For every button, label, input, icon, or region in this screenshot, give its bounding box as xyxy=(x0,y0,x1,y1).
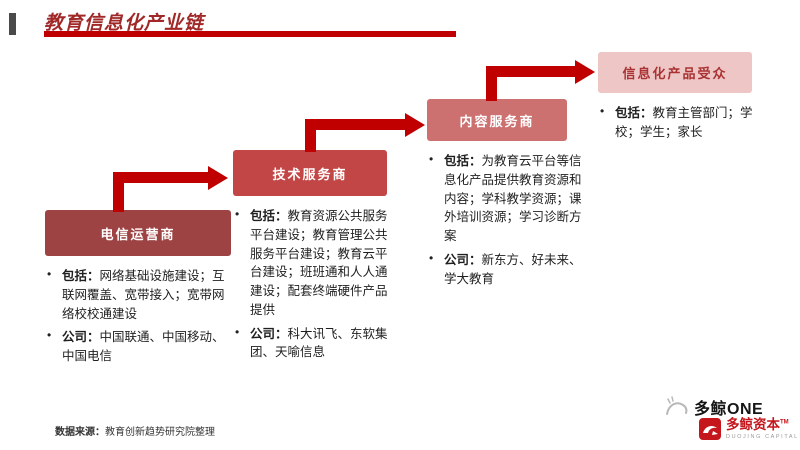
bullet-text: 教育主管部门；学校；学生；家长 xyxy=(615,106,753,139)
bullet-item: 公司：科大讯飞、东软集团、天喻信息 xyxy=(235,325,391,363)
stage-name: 内容服务商 xyxy=(459,113,535,129)
duojing-capital-subtitle: DUOJING CAPITAL xyxy=(726,433,799,440)
arrow-horizontal-segment xyxy=(305,119,407,130)
bullet-text: 中国联通、中国移动、中国电信 xyxy=(62,330,225,363)
duojing-capital-icon xyxy=(699,418,721,440)
arrow-vertical-segment xyxy=(305,119,316,152)
bullet-text: 新东方、好未来、学大教育 xyxy=(444,252,582,286)
bullet-marker xyxy=(47,328,62,366)
bullet-item: 包括：教育资源公共服务平台建设；教育管理公共服务平台建设；教育云平台建设；班班通… xyxy=(235,207,391,320)
capital-name-text: 多鲸资本 xyxy=(726,417,780,433)
arrow-vertical-segment xyxy=(113,172,124,212)
bullet-item: 公司：新东方、好未来、学大教育 xyxy=(429,251,591,289)
whale-doodle-icon xyxy=(666,396,688,415)
stage-bullets: 包括：网络基础设施建设；互联网覆盖、宽带接入；宽带网络校校通建设 公司：中国联通… xyxy=(47,267,229,366)
bullet-text: 教育资源公共服务平台建设；教育管理公共服务平台建设；教育云平台建设；班班通和人人… xyxy=(250,209,388,317)
bullet-content: 包括：网络基础设施建设；互联网覆盖、宽带接入；宽带网络校校通建设 xyxy=(62,267,229,323)
bullet-label: 包括： xyxy=(444,154,482,168)
stage-bullets: 包括：教育资源公共服务平台建设；教育管理公共服务平台建设；教育云平台建设；班班通… xyxy=(235,207,391,362)
title-underline xyxy=(44,31,456,37)
stage-bullets: 包括：教育主管部门；学校；学生；家长 xyxy=(600,104,764,142)
bullet-text: 为教育云平台等信息化产品提供教育资源和内容；学科教学资源；课外培训资源；学习诊断… xyxy=(444,154,582,243)
bullet-marker xyxy=(429,251,444,289)
trademark-mark: TM xyxy=(780,419,789,426)
data-source: 数据来源：教育创新趋势研究院整理 xyxy=(55,423,215,438)
bullet-content: 包括：为教育云平台等信息化产品提供教育资源和内容；学科教学资源；课外培训资源；学… xyxy=(444,152,591,246)
stage-box: 内容服务商 xyxy=(427,99,567,141)
stage-box: 技术服务商 xyxy=(233,150,387,196)
arrow-head-icon xyxy=(575,60,595,84)
bullet-label: 公司： xyxy=(250,326,288,341)
bullet-marker xyxy=(47,267,62,323)
stage-content-provider: 内容服务商 包括：为教育云平台等信息化产品提供教育资源和内容；学科教学资源；课外… xyxy=(427,99,591,293)
page-title: 教育信息化产业链 xyxy=(44,13,205,34)
stage-name: 电信运营商 xyxy=(100,226,176,242)
duojing-one-logo: 多鲸ONE xyxy=(664,395,763,419)
arrow-horizontal-segment xyxy=(113,172,209,183)
stage-box: 电信运营商 xyxy=(45,210,231,256)
title-accent-bar xyxy=(9,13,16,35)
data-source-label: 数据来源： xyxy=(55,427,105,438)
bullet-marker xyxy=(600,104,615,142)
arrow-head-icon xyxy=(405,113,425,137)
bullet-content: 包括：教育主管部门；学校；学生；家长 xyxy=(615,104,764,142)
stage-name: 技术服务商 xyxy=(272,166,348,182)
stage-technology-provider: 技术服务商 包括：教育资源公共服务平台建设；教育管理公共服务平台建设；教育云平台… xyxy=(233,150,391,367)
bullet-content: 公司：科大讯飞、东软集团、天喻信息 xyxy=(250,325,391,363)
stage-box: 信息化产品受众 xyxy=(598,52,752,93)
bullet-item: 包括：教育主管部门；学校；学生；家长 xyxy=(600,104,764,142)
bullet-content: 公司：中国联通、中国移动、中国电信 xyxy=(62,328,229,366)
bullet-label: 包括： xyxy=(615,106,653,120)
bullet-label: 包括： xyxy=(62,269,100,283)
bullet-marker xyxy=(235,207,250,320)
stage-bullets: 包括：为教育云平台等信息化产品提供教育资源和内容；学科教学资源；课外培训资源；学… xyxy=(429,152,591,288)
bullet-label: 包括： xyxy=(250,209,288,223)
arrow-horizontal-segment xyxy=(486,66,577,77)
duojing-capital-logo: 多鲸资本TM DUOJING CAPITAL xyxy=(699,417,799,440)
arrow-vertical-segment xyxy=(486,66,497,101)
stage-name: 信息化产品受众 xyxy=(622,66,728,81)
duojing-capital-text: 多鲸资本TM DUOJING CAPITAL xyxy=(726,417,799,440)
arrow-head-icon xyxy=(208,166,228,190)
bullet-marker xyxy=(235,325,250,363)
duojing-one-label: 多鲸ONE xyxy=(694,401,764,418)
bullet-item: 包括：网络基础设施建设；互联网覆盖、宽带接入；宽带网络校校通建设 xyxy=(47,267,229,323)
bullet-item: 公司：中国联通、中国移动、中国电信 xyxy=(47,328,229,366)
stage-product-audience: 信息化产品受众 包括：教育主管部门；学校；学生；家长 xyxy=(598,52,764,147)
bullet-label: 公司： xyxy=(444,252,482,267)
bullet-label: 公司： xyxy=(62,330,100,345)
bullet-content: 公司：新东方、好未来、学大教育 xyxy=(444,251,591,289)
bullet-item: 包括：为教育云平台等信息化产品提供教育资源和内容；学科教学资源；课外培训资源；学… xyxy=(429,152,591,246)
data-source-text: 教育创新趋势研究院整理 xyxy=(105,427,215,438)
duojing-capital-name: 多鲸资本TM xyxy=(726,417,799,433)
bullet-text: 网络基础设施建设；互联网覆盖、宽带接入；宽带网络校校通建设 xyxy=(62,269,225,321)
bullet-marker xyxy=(429,152,444,246)
stage-telecom-operator: 电信运营商 包括：网络基础设施建设；互联网覆盖、宽带接入；宽带网络校校通建设 公… xyxy=(45,210,231,371)
bullet-content: 包括：教育资源公共服务平台建设；教育管理公共服务平台建设；教育云平台建设；班班通… xyxy=(250,207,391,320)
bullet-text: 科大讯飞、东软集团、天喻信息 xyxy=(250,326,388,360)
